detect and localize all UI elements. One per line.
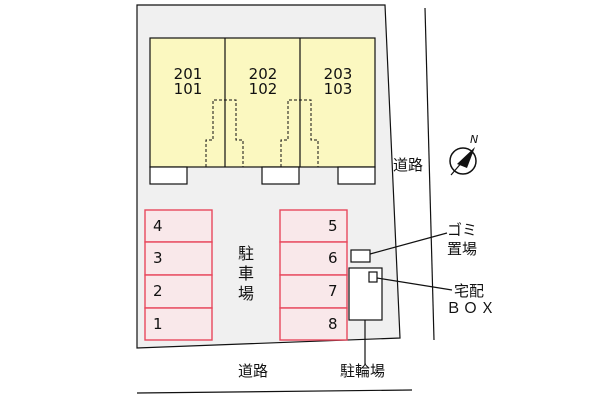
- parking-number: 5: [328, 217, 338, 235]
- entrance-step: [337, 166, 376, 185]
- road-edge-bottom: [136, 389, 413, 394]
- unit-lower-number: 101: [173, 80, 203, 98]
- delivery-label-line: 宅配: [454, 282, 485, 300]
- delivery-leader-line: [376, 277, 453, 291]
- north-arrow-icon: [449, 147, 477, 176]
- unit-upper-number: 202: [248, 65, 278, 83]
- unit-upper-number: 203: [323, 65, 353, 83]
- unit-lower-number: 102: [248, 80, 278, 98]
- unit-label-3: 203 103: [301, 67, 375, 97]
- entrance-step: [261, 166, 300, 185]
- stair-outline: [205, 99, 244, 167]
- parking-space: [279, 274, 348, 309]
- parking-space: [279, 241, 348, 276]
- parking-number: 4: [153, 217, 163, 235]
- parking-space: [144, 241, 213, 276]
- delivery-box: [368, 271, 378, 283]
- delivery-label-line: ＢＯＸ: [446, 299, 498, 317]
- unit-lower-number: 103: [323, 80, 353, 98]
- parking-space: [279, 209, 348, 243]
- parking-number: 3: [153, 249, 163, 267]
- parking-number: 8: [328, 315, 338, 333]
- garbage-label: ゴミ 置場: [447, 221, 477, 259]
- parking-number: 7: [328, 282, 338, 300]
- parking-label: 駐車場: [237, 244, 254, 303]
- garbage-leader-line: [369, 232, 448, 255]
- parking-left-group: [144, 209, 213, 341]
- parking-number: 2: [153, 282, 163, 300]
- north-label: N: [470, 133, 479, 146]
- garbage-label-line: ゴミ: [447, 221, 478, 239]
- road-edge-right: [424, 7, 435, 341]
- garbage-area: [350, 249, 371, 263]
- stair-outline: [280, 99, 319, 167]
- unit-label-2: 202 102: [226, 67, 300, 97]
- delivery-label: 宅配 ＢＯＸ: [446, 283, 497, 317]
- unit-label-1: 201 101: [151, 67, 225, 97]
- parking-right-group: [279, 209, 348, 341]
- garbage-label-line: 置場: [447, 240, 478, 258]
- building: [149, 37, 376, 168]
- road-label-bottom: 道路: [238, 362, 269, 380]
- bicycle-label: 駐輪場: [340, 362, 386, 380]
- road-label-right: 道路: [393, 156, 424, 174]
- parking-space: [144, 274, 213, 309]
- parking-space: [144, 307, 213, 341]
- parking-number: 6: [328, 249, 338, 267]
- entrance-step: [149, 166, 188, 185]
- parking-space: [279, 307, 348, 341]
- parking-number: 1: [153, 315, 163, 333]
- unit-upper-number: 201: [173, 65, 203, 83]
